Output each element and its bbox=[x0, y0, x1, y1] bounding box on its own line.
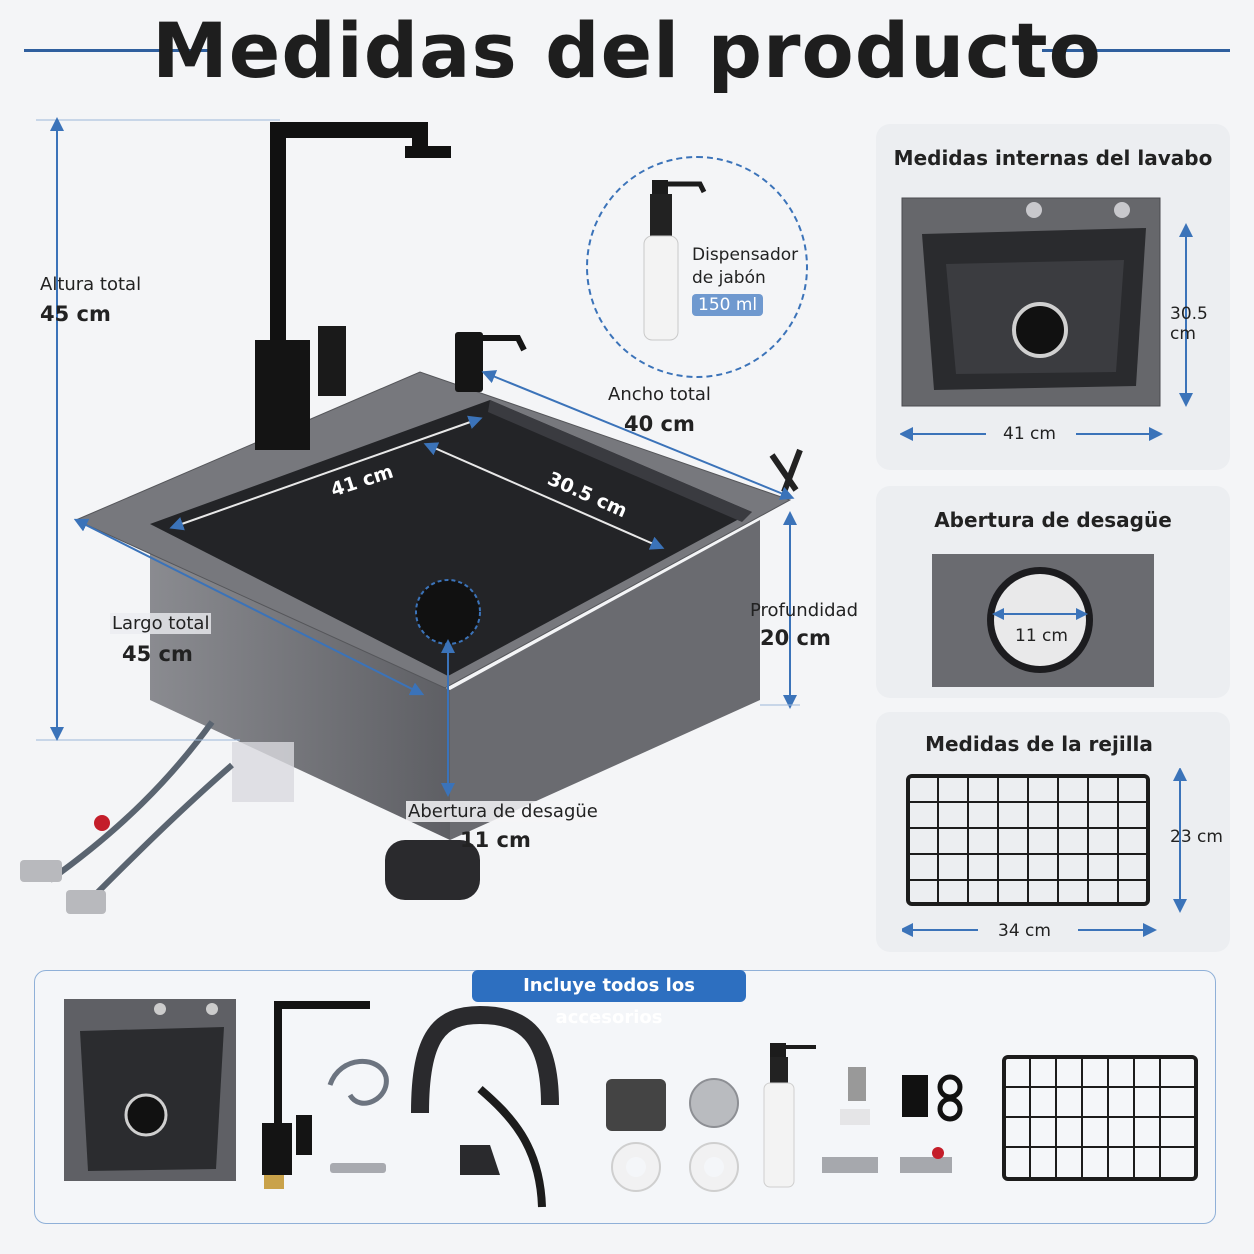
drain-hole-icon bbox=[415, 579, 481, 645]
drain-value: 11 cm bbox=[460, 828, 531, 852]
acc-hose-icon bbox=[327, 1059, 389, 1173]
title-rule-left bbox=[24, 49, 212, 52]
faucet-icon bbox=[270, 122, 428, 450]
sink-front-right bbox=[450, 520, 760, 840]
acc-strainer-icon bbox=[606, 1078, 739, 1192]
width-dimension bbox=[481, 370, 795, 500]
dispenser-line2: de jabón bbox=[692, 268, 766, 288]
rack-diagram bbox=[902, 768, 1187, 937]
rack-width: 34 cm bbox=[998, 921, 1051, 941]
inner-depth-dimension bbox=[423, 442, 665, 550]
acc-faucet-icon bbox=[262, 1001, 370, 1189]
dispenser-volume-badge: 150 ml bbox=[692, 294, 764, 316]
acc-soap-dispenser-icon bbox=[763, 1043, 816, 1188]
accessories-title: Incluye todos los accesorios bbox=[472, 970, 746, 1028]
depth-value: 20 cm bbox=[760, 626, 831, 650]
drain-label: Abertura de desagüe bbox=[406, 801, 600, 822]
panel-drain: Abertura de desagüe 11 cm bbox=[876, 486, 1230, 698]
dispenser-line1: Dispensador bbox=[692, 245, 799, 265]
page-title: Medidas del producto bbox=[152, 6, 1102, 95]
title-rule-right bbox=[1042, 49, 1230, 52]
acc-fittings-icon bbox=[822, 1067, 963, 1173]
height-value: 45 cm bbox=[40, 302, 111, 326]
dispenser-text: Dispensador de jabón 150 ml bbox=[692, 244, 798, 317]
drain-diameter: 11 cm bbox=[1015, 626, 1068, 646]
drain-diagram bbox=[932, 554, 1154, 687]
rack-height: 23 cm bbox=[1170, 827, 1223, 847]
panel-interior: Medidas internas del lavabo 30.5 cm 41 c… bbox=[876, 124, 1230, 470]
interior-width: 41 cm bbox=[1003, 424, 1056, 444]
acc-rack-icon bbox=[1002, 1055, 1198, 1181]
width-value: 40 cm bbox=[624, 412, 695, 436]
panel-rack: Medidas de la rejilla 23 cm 34 cm bbox=[876, 712, 1230, 952]
interior-height: 30.5 cm bbox=[1170, 304, 1208, 344]
interior-sink-diagram bbox=[900, 197, 1193, 441]
inner-width-dimension bbox=[169, 415, 483, 531]
length-dimension bbox=[73, 518, 425, 696]
accessories-row bbox=[64, 999, 1198, 1208]
length-label: Largo total bbox=[110, 613, 212, 634]
soap-bottle-icon bbox=[643, 180, 707, 341]
soap-pump-icon bbox=[455, 332, 483, 392]
width-label: Ancho total bbox=[608, 384, 711, 405]
acc-drain-hose-icon bbox=[411, 1005, 559, 1208]
depth-label: Profundidad bbox=[750, 600, 859, 621]
panel-drain-title: Abertura de desagüe bbox=[934, 508, 1172, 532]
dispenser-callout bbox=[586, 156, 808, 378]
hose-icon bbox=[48, 720, 215, 883]
drain-pipe-icon bbox=[385, 840, 480, 900]
acc-sink-icon bbox=[64, 999, 236, 1181]
panel-interior-title: Medidas internas del lavabo bbox=[893, 146, 1213, 170]
height-label: Altura total bbox=[40, 274, 142, 295]
panel-rack-title: Medidas de la rejilla bbox=[925, 732, 1153, 756]
sink-illustration bbox=[20, 117, 803, 914]
length-value: 45 cm bbox=[122, 642, 193, 666]
